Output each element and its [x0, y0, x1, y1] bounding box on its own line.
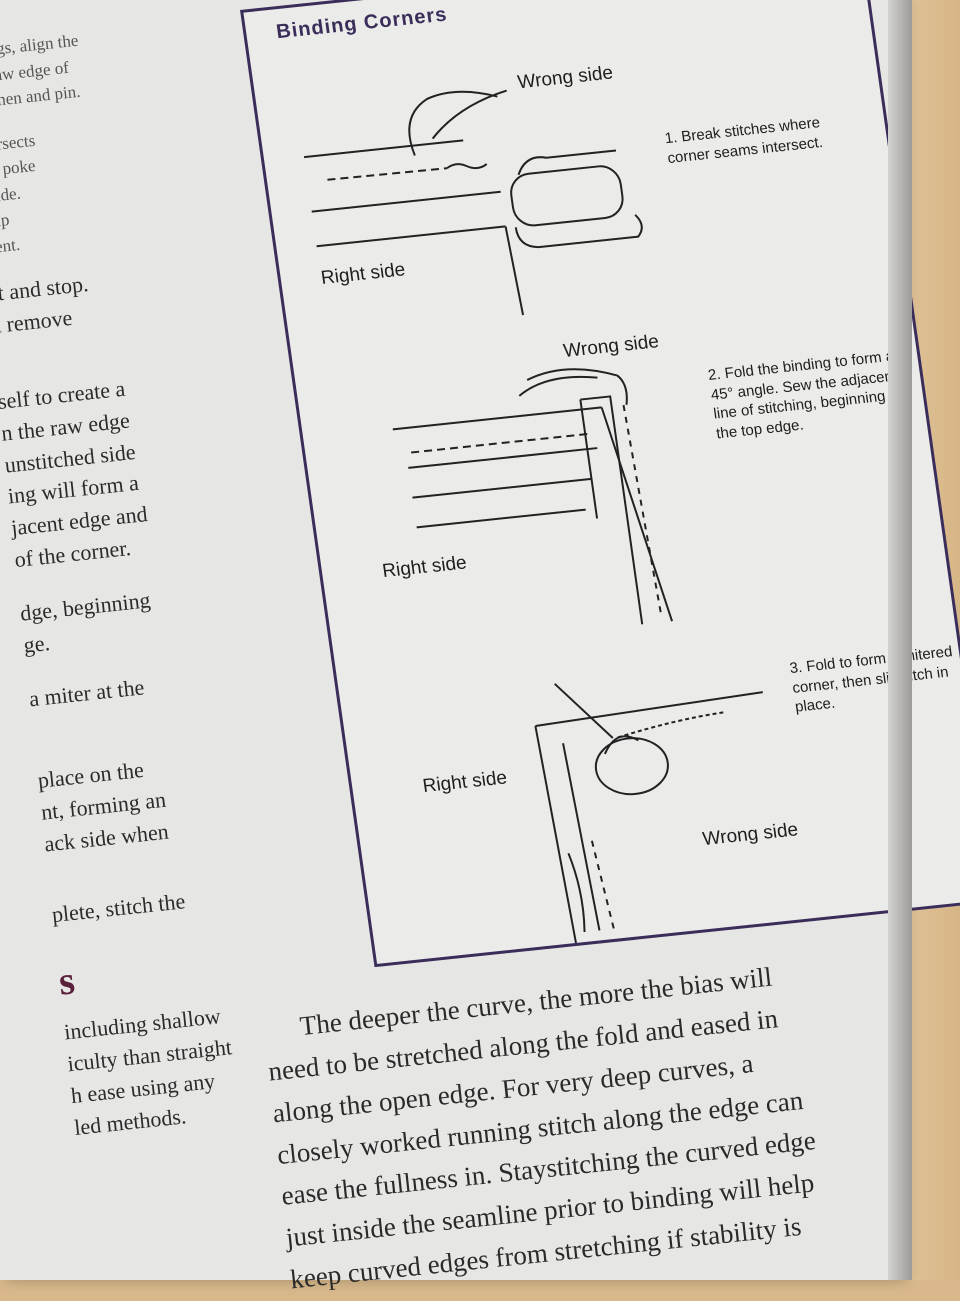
- paragraph-fragment: a miter at the: [28, 660, 250, 715]
- binding-corners-sidebar: Binding Corners: [240, 0, 960, 968]
- body-paragraph: The deeper the curve, the more the bias …: [266, 961, 818, 1295]
- paragraph-fragment: place on the nt, forming an ack side whe…: [36, 742, 265, 860]
- text-line: of the corner.: [13, 535, 132, 573]
- step-3-illustration: [534, 683, 763, 944]
- page-edge: [888, 0, 912, 1280]
- binding-corners-illustrations: [303, 89, 763, 944]
- text-line: n the raw edge: [0, 407, 131, 446]
- step-2-illustration: [392, 368, 674, 625]
- text-line: ack side when: [43, 818, 170, 857]
- paragraph-fragment: self to create a n the raw edge unstitch…: [0, 363, 235, 576]
- step-1-illustration: [303, 89, 643, 316]
- text-line: d remove: [0, 304, 74, 339]
- text-line: plete, stitch the: [50, 888, 187, 928]
- text-line: ge.: [22, 630, 52, 658]
- text-line: led methods.: [72, 1103, 188, 1140]
- text-line: place on the: [36, 756, 145, 793]
- paragraph-fragment: dge, beginning ge.: [19, 575, 244, 661]
- text-line: a miter at the: [27, 674, 146, 712]
- paragraph-fragment: plete, stitch the: [50, 877, 272, 932]
- text-line: nt and stop.: [0, 271, 90, 307]
- text-line: nt, forming an: [39, 786, 168, 825]
- left-column-fragments-small: indings, align the the raw edge of ton t…: [0, 17, 202, 261]
- text-line: h ease using any: [69, 1068, 217, 1109]
- paragraph-fragment: nt and stop. d remove: [0, 256, 211, 342]
- left-column-text: indings, align the the raw edge of ton t…: [0, 17, 297, 1166]
- main-body-text: The deeper the curve, the more the bias …: [262, 954, 830, 1301]
- text-line: self to create a: [0, 375, 127, 414]
- text-line: dge, beginning: [18, 587, 152, 626]
- paragraph-fragment: including shallow iculty than straight h…: [63, 994, 295, 1144]
